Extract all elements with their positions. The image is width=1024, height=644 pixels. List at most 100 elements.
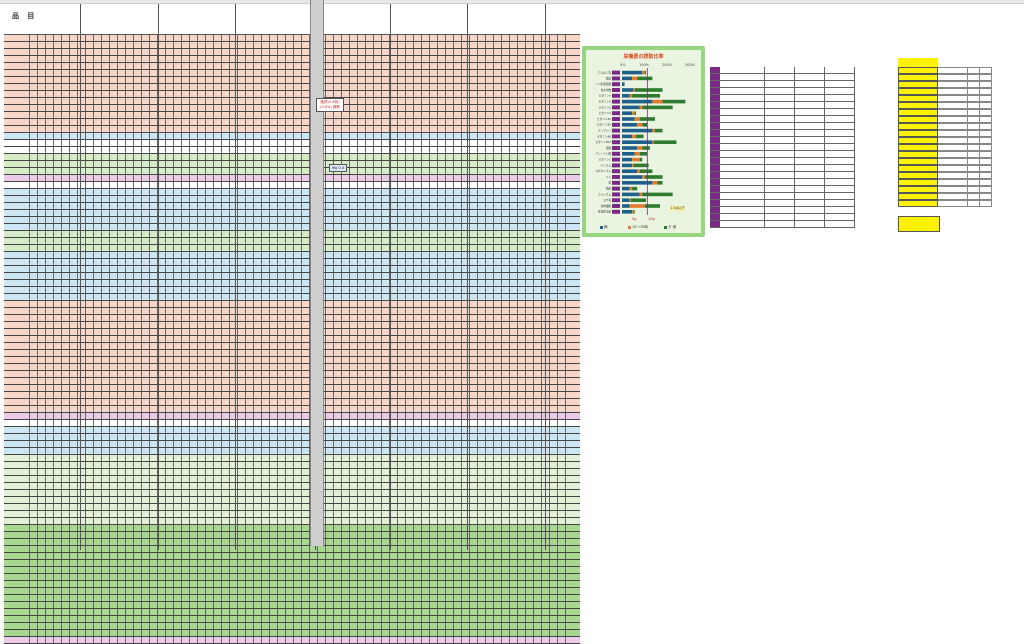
table-cell[interactable] bbox=[70, 315, 78, 321]
table-cell[interactable] bbox=[222, 98, 230, 104]
table-cell[interactable] bbox=[118, 63, 126, 69]
table-cell[interactable] bbox=[150, 315, 158, 321]
table-cell[interactable] bbox=[198, 168, 206, 174]
table-cell[interactable] bbox=[278, 217, 286, 223]
table-cell[interactable] bbox=[462, 336, 470, 342]
table-cell[interactable] bbox=[230, 497, 238, 503]
table-cell[interactable] bbox=[334, 483, 342, 489]
table-cell[interactable] bbox=[366, 336, 374, 342]
table-cell[interactable] bbox=[350, 441, 358, 447]
table-cell[interactable] bbox=[278, 210, 286, 216]
table-cell[interactable] bbox=[422, 49, 430, 55]
table-cell[interactable] bbox=[102, 154, 110, 160]
table-cell[interactable] bbox=[182, 210, 190, 216]
table-cell[interactable] bbox=[86, 84, 94, 90]
table-cell[interactable] bbox=[30, 455, 38, 461]
table-cell[interactable] bbox=[382, 273, 390, 279]
table-cell[interactable] bbox=[174, 154, 182, 160]
table-cell[interactable] bbox=[286, 455, 294, 461]
table-cell[interactable] bbox=[118, 273, 126, 279]
table-cell[interactable] bbox=[222, 462, 230, 468]
table-cell[interactable] bbox=[414, 413, 422, 419]
table-cell[interactable] bbox=[510, 210, 518, 216]
table-cell[interactable] bbox=[286, 399, 294, 405]
table-cell[interactable] bbox=[486, 217, 494, 223]
table-cell[interactable] bbox=[478, 252, 486, 258]
table-cell[interactable] bbox=[502, 378, 510, 384]
table-cell[interactable] bbox=[462, 168, 470, 174]
table-cell[interactable] bbox=[238, 168, 246, 174]
table-cell[interactable] bbox=[470, 357, 478, 363]
table-cell[interactable] bbox=[126, 448, 134, 454]
table-cell[interactable] bbox=[142, 336, 150, 342]
table-cell[interactable] bbox=[390, 161, 398, 167]
table-cell[interactable] bbox=[94, 315, 102, 321]
table-cell[interactable] bbox=[430, 504, 438, 510]
table-cell[interactable] bbox=[366, 385, 374, 391]
table-cell[interactable] bbox=[166, 441, 174, 447]
table-cell[interactable] bbox=[398, 469, 406, 475]
table-cell[interactable] bbox=[190, 259, 198, 265]
table-cell[interactable] bbox=[54, 336, 62, 342]
table-cell[interactable] bbox=[190, 490, 198, 496]
table-cell[interactable] bbox=[150, 357, 158, 363]
table-cell[interactable] bbox=[422, 182, 430, 188]
table-cell[interactable] bbox=[262, 56, 270, 62]
table-row[interactable] bbox=[4, 469, 580, 476]
table-cell[interactable] bbox=[150, 224, 158, 230]
table-cell[interactable] bbox=[158, 224, 166, 230]
table-cell[interactable] bbox=[94, 476, 102, 482]
table-cell[interactable] bbox=[550, 504, 558, 510]
table-cell[interactable] bbox=[166, 63, 174, 69]
table-cell[interactable] bbox=[454, 49, 462, 55]
table-cell[interactable] bbox=[54, 385, 62, 391]
table-cell[interactable] bbox=[398, 434, 406, 440]
table-cell[interactable] bbox=[478, 35, 486, 41]
table-cell[interactable] bbox=[302, 511, 310, 517]
table-cell[interactable] bbox=[142, 406, 150, 412]
table-cell[interactable] bbox=[70, 343, 78, 349]
table-cell[interactable] bbox=[38, 357, 46, 363]
table-cell[interactable] bbox=[70, 301, 78, 307]
table-cell[interactable] bbox=[406, 511, 414, 517]
table-cell[interactable] bbox=[150, 322, 158, 328]
table-cell[interactable] bbox=[294, 350, 302, 356]
table-cell[interactable] bbox=[526, 385, 534, 391]
table-cell[interactable] bbox=[198, 217, 206, 223]
table-cell[interactable] bbox=[518, 315, 526, 321]
table-cell[interactable] bbox=[326, 238, 334, 244]
table-cell[interactable] bbox=[86, 280, 94, 286]
table-cell[interactable] bbox=[542, 392, 550, 398]
table-cell[interactable] bbox=[542, 203, 550, 209]
table-cell[interactable] bbox=[4, 49, 30, 55]
table-cell[interactable] bbox=[558, 434, 566, 440]
table-cell[interactable] bbox=[142, 49, 150, 55]
table-cell[interactable] bbox=[486, 252, 494, 258]
table-cell[interactable] bbox=[230, 203, 238, 209]
table-cell[interactable] bbox=[110, 329, 118, 335]
table-cell[interactable] bbox=[406, 42, 414, 48]
table-cell[interactable] bbox=[510, 56, 518, 62]
table-cell[interactable] bbox=[478, 287, 486, 293]
table-cell[interactable] bbox=[134, 476, 142, 482]
table-cell[interactable] bbox=[518, 189, 526, 195]
table-cell[interactable] bbox=[470, 42, 478, 48]
table-cell[interactable] bbox=[350, 49, 358, 55]
table-cell[interactable] bbox=[182, 399, 190, 405]
table-cell[interactable] bbox=[550, 497, 558, 503]
table-cell[interactable] bbox=[494, 91, 502, 97]
table-cell[interactable] bbox=[550, 350, 558, 356]
table-cell[interactable] bbox=[70, 182, 78, 188]
table-cell[interactable] bbox=[126, 154, 134, 160]
table-cell[interactable] bbox=[414, 287, 422, 293]
table-cell[interactable] bbox=[222, 385, 230, 391]
table-cell[interactable] bbox=[158, 525, 166, 531]
table-cell[interactable] bbox=[70, 469, 78, 475]
table-cell[interactable] bbox=[86, 343, 94, 349]
table-cell[interactable] bbox=[190, 448, 198, 454]
table-cell[interactable] bbox=[374, 392, 382, 398]
table-cell[interactable] bbox=[102, 266, 110, 272]
table-cell[interactable] bbox=[350, 511, 358, 517]
table-cell[interactable] bbox=[238, 455, 246, 461]
table-cell[interactable] bbox=[238, 315, 246, 321]
